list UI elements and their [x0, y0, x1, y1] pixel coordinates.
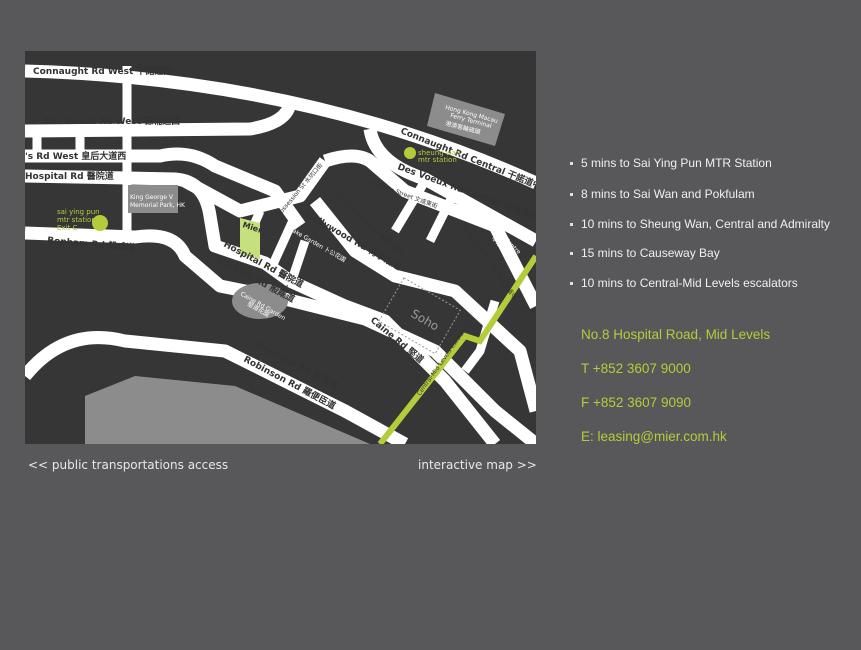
road-queens-central — [322, 149, 536, 309]
transport-item: 8 mins to Sai Wan and Pokfulam — [570, 179, 830, 209]
label-sai-ying-pun-3: Exit C — [57, 224, 77, 232]
road-connaught — [25, 64, 536, 189]
label-king-george-2: Memorial Park, HK — [130, 202, 186, 209]
sai-ying-pun-mtr-icon — [92, 215, 108, 231]
road-hospital — [25, 169, 294, 287]
label-queens-west: 's Rd West 皇后大道西 — [25, 150, 126, 162]
road-caine — [287, 275, 501, 444]
park-area — [85, 376, 370, 444]
road-seymour — [25, 331, 409, 444]
road-des-voeux-central — [363, 127, 536, 247]
label-des-voeux-west: Des Voeux Rd West 德輔道西 — [43, 115, 180, 127]
road-queens-west — [25, 147, 306, 230]
location-map[interactable]: Connaught Rd West 干諾道西 Des Voeux Rd West… — [25, 51, 536, 444]
mier-building — [240, 218, 260, 259]
label-sai-ying-pun-1: sai ying pun — [57, 208, 100, 216]
caine-rd-garden — [232, 283, 288, 319]
sheung-wan-mtr-icon — [404, 147, 416, 159]
label-soho: Soho — [409, 306, 442, 333]
road-des-voeux-west — [25, 101, 297, 138]
soho-area — [378, 277, 461, 355]
label-sai-ying-pun-2: mtr station — [57, 216, 96, 224]
transport-item: 10 mins to Central-Mid Levels escalators — [570, 268, 830, 298]
fax: F +852 3607 9090 — [581, 395, 691, 410]
label-king-george-1: King George V — [130, 194, 174, 201]
king-george-park-block — [128, 185, 178, 213]
address: No.8 Hospital Road, Mid Levels — [581, 327, 771, 342]
transport-list: 5 mins to Sai Ying Pun MTR Station 8 min… — [570, 148, 830, 297]
label-connaught-west: Connaught Rd West 干諾道西 — [33, 65, 172, 77]
transport-item: 5 mins to Sai Ying Pun MTR Station — [570, 148, 830, 179]
transport-item: 15 mins to Causeway Bay — [570, 238, 830, 268]
label-sheung-wan-1: sheung wan — [418, 149, 460, 157]
label-sheung-wan-2: mtr station — [418, 156, 457, 164]
interactive-map-link[interactable]: interactive map >> — [418, 458, 537, 472]
transport-item: 10 mins to Sheung Wan, Central and Admir… — [570, 209, 830, 239]
escalator-line — [377, 254, 536, 444]
telephone: T +852 3607 9000 — [581, 361, 691, 376]
public-transport-link[interactable]: << public transportations access — [28, 458, 229, 472]
road-hollywood — [181, 157, 536, 413]
email-link[interactable]: E: leasing@mier.com.hk — [581, 429, 727, 444]
ferry-terminal-block — [427, 93, 505, 146]
label-hospital-west: Hospital Rd 醫院道 — [25, 170, 114, 182]
